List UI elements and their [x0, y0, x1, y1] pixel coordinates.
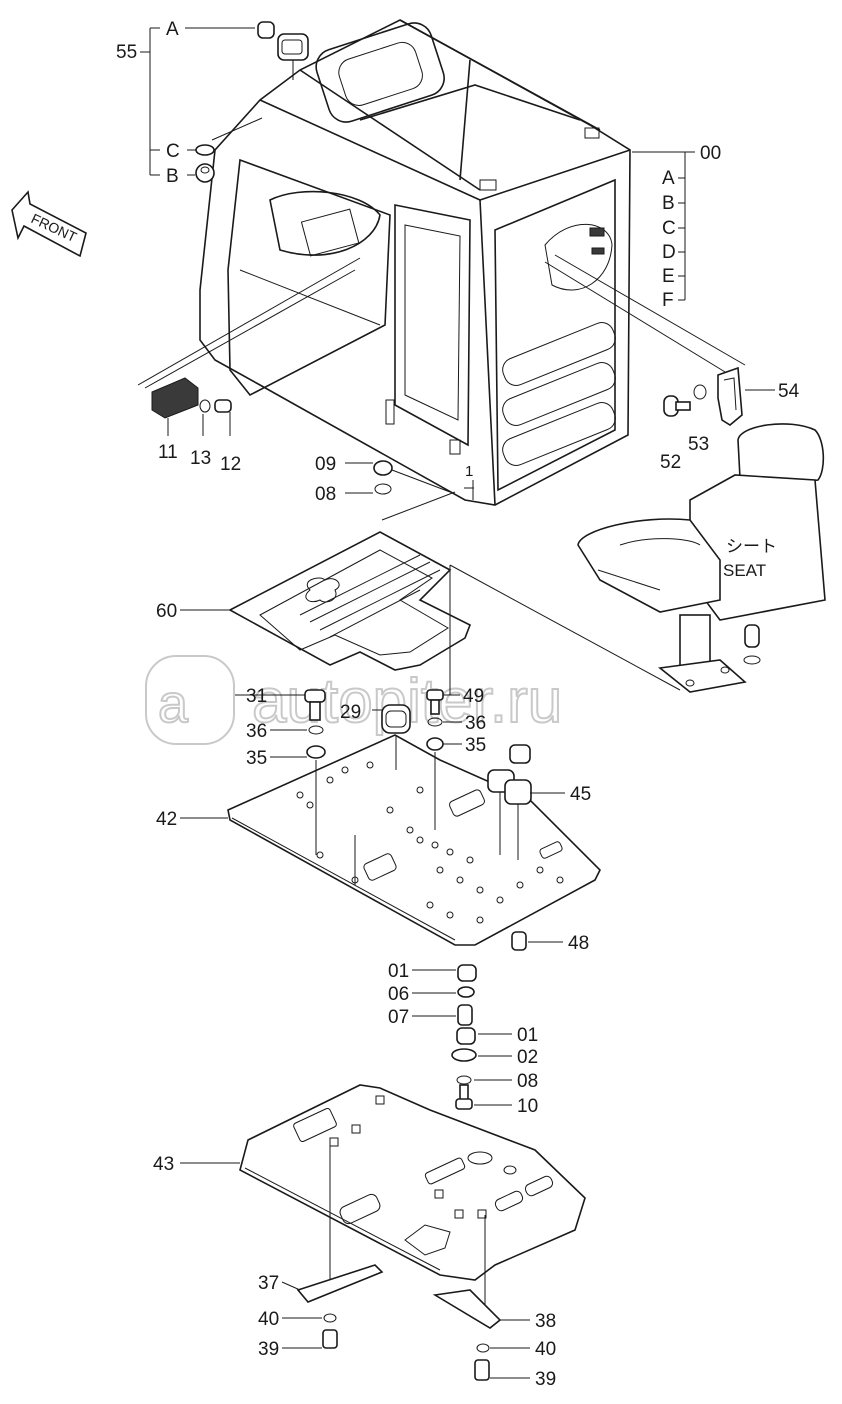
- callout-08-top: 08: [315, 484, 336, 505]
- callout-13: 13: [190, 448, 211, 469]
- callout-b: B: [662, 193, 675, 214]
- callout-07: 07: [388, 1007, 409, 1028]
- callout-10: 10: [517, 1096, 538, 1117]
- callout-48: 48: [568, 933, 589, 954]
- floor-plate: [227, 734, 601, 946]
- floor-mat: [228, 531, 472, 671]
- callout-31: 31: [246, 686, 267, 707]
- callout-49: 49: [463, 686, 484, 707]
- callout-40-right: 40: [535, 1339, 556, 1360]
- callout-c-left: C: [166, 141, 180, 162]
- svg-text:a: a: [158, 674, 189, 734]
- callout-a: A: [662, 168, 675, 189]
- mount-stack: [451, 964, 477, 1110]
- callout-00: 00: [700, 143, 721, 164]
- seat: シート SEAT: [577, 423, 826, 693]
- callout-labels: 55 A C B 00 A B C D E F 54 53 52 11 13 1…: [116, 19, 800, 1390]
- seat-label-jp: シート: [726, 537, 777, 556]
- callout-e: E: [662, 266, 675, 287]
- callout-08-bottom: 08: [517, 1071, 538, 1092]
- callout-06: 06: [388, 984, 409, 1005]
- callout-42: 42: [156, 809, 177, 830]
- callout-39-left: 39: [258, 1339, 279, 1360]
- front-arrow: FRONT: [11, 190, 87, 258]
- callout-09: 09: [315, 454, 336, 475]
- callout-b-left: B: [166, 166, 179, 187]
- callout-01-top: 01: [388, 961, 409, 982]
- callout-54: 54: [778, 381, 800, 402]
- callout-35-right: 35: [465, 735, 486, 756]
- callout-39-right: 39: [535, 1369, 556, 1390]
- callout-55: 55: [116, 42, 137, 63]
- callout-40-left: 40: [258, 1309, 279, 1330]
- callout-a-top: A: [166, 19, 179, 40]
- callout-53: 53: [688, 434, 709, 455]
- cab-assembly: [199, 19, 631, 506]
- callout-11: 11: [158, 442, 178, 463]
- cab-light: [195, 21, 309, 183]
- callout-43: 43: [153, 1154, 174, 1175]
- callout-f: F: [662, 290, 674, 311]
- bottom-plate: [239, 1084, 586, 1281]
- callout-36-left: 36: [246, 721, 267, 742]
- seat-label-en: SEAT: [723, 561, 766, 580]
- callout-d: D: [662, 242, 676, 263]
- callout-38: 38: [535, 1311, 556, 1332]
- callout-02: 02: [517, 1047, 538, 1068]
- callout-c: C: [662, 218, 676, 239]
- callout-1: 1: [465, 463, 473, 480]
- callout-01-bottom: 01: [517, 1025, 538, 1046]
- callout-60: 60: [156, 601, 177, 622]
- watermark: a autopiter.ru: [145, 655, 563, 745]
- callout-35-left: 35: [246, 748, 267, 769]
- callout-29: 29: [340, 702, 361, 723]
- callout-12: 12: [220, 454, 241, 475]
- callout-36-right: 36: [465, 713, 486, 734]
- callout-37: 37: [258, 1273, 279, 1294]
- callout-45: 45: [570, 784, 591, 805]
- callout-52: 52: [660, 452, 681, 473]
